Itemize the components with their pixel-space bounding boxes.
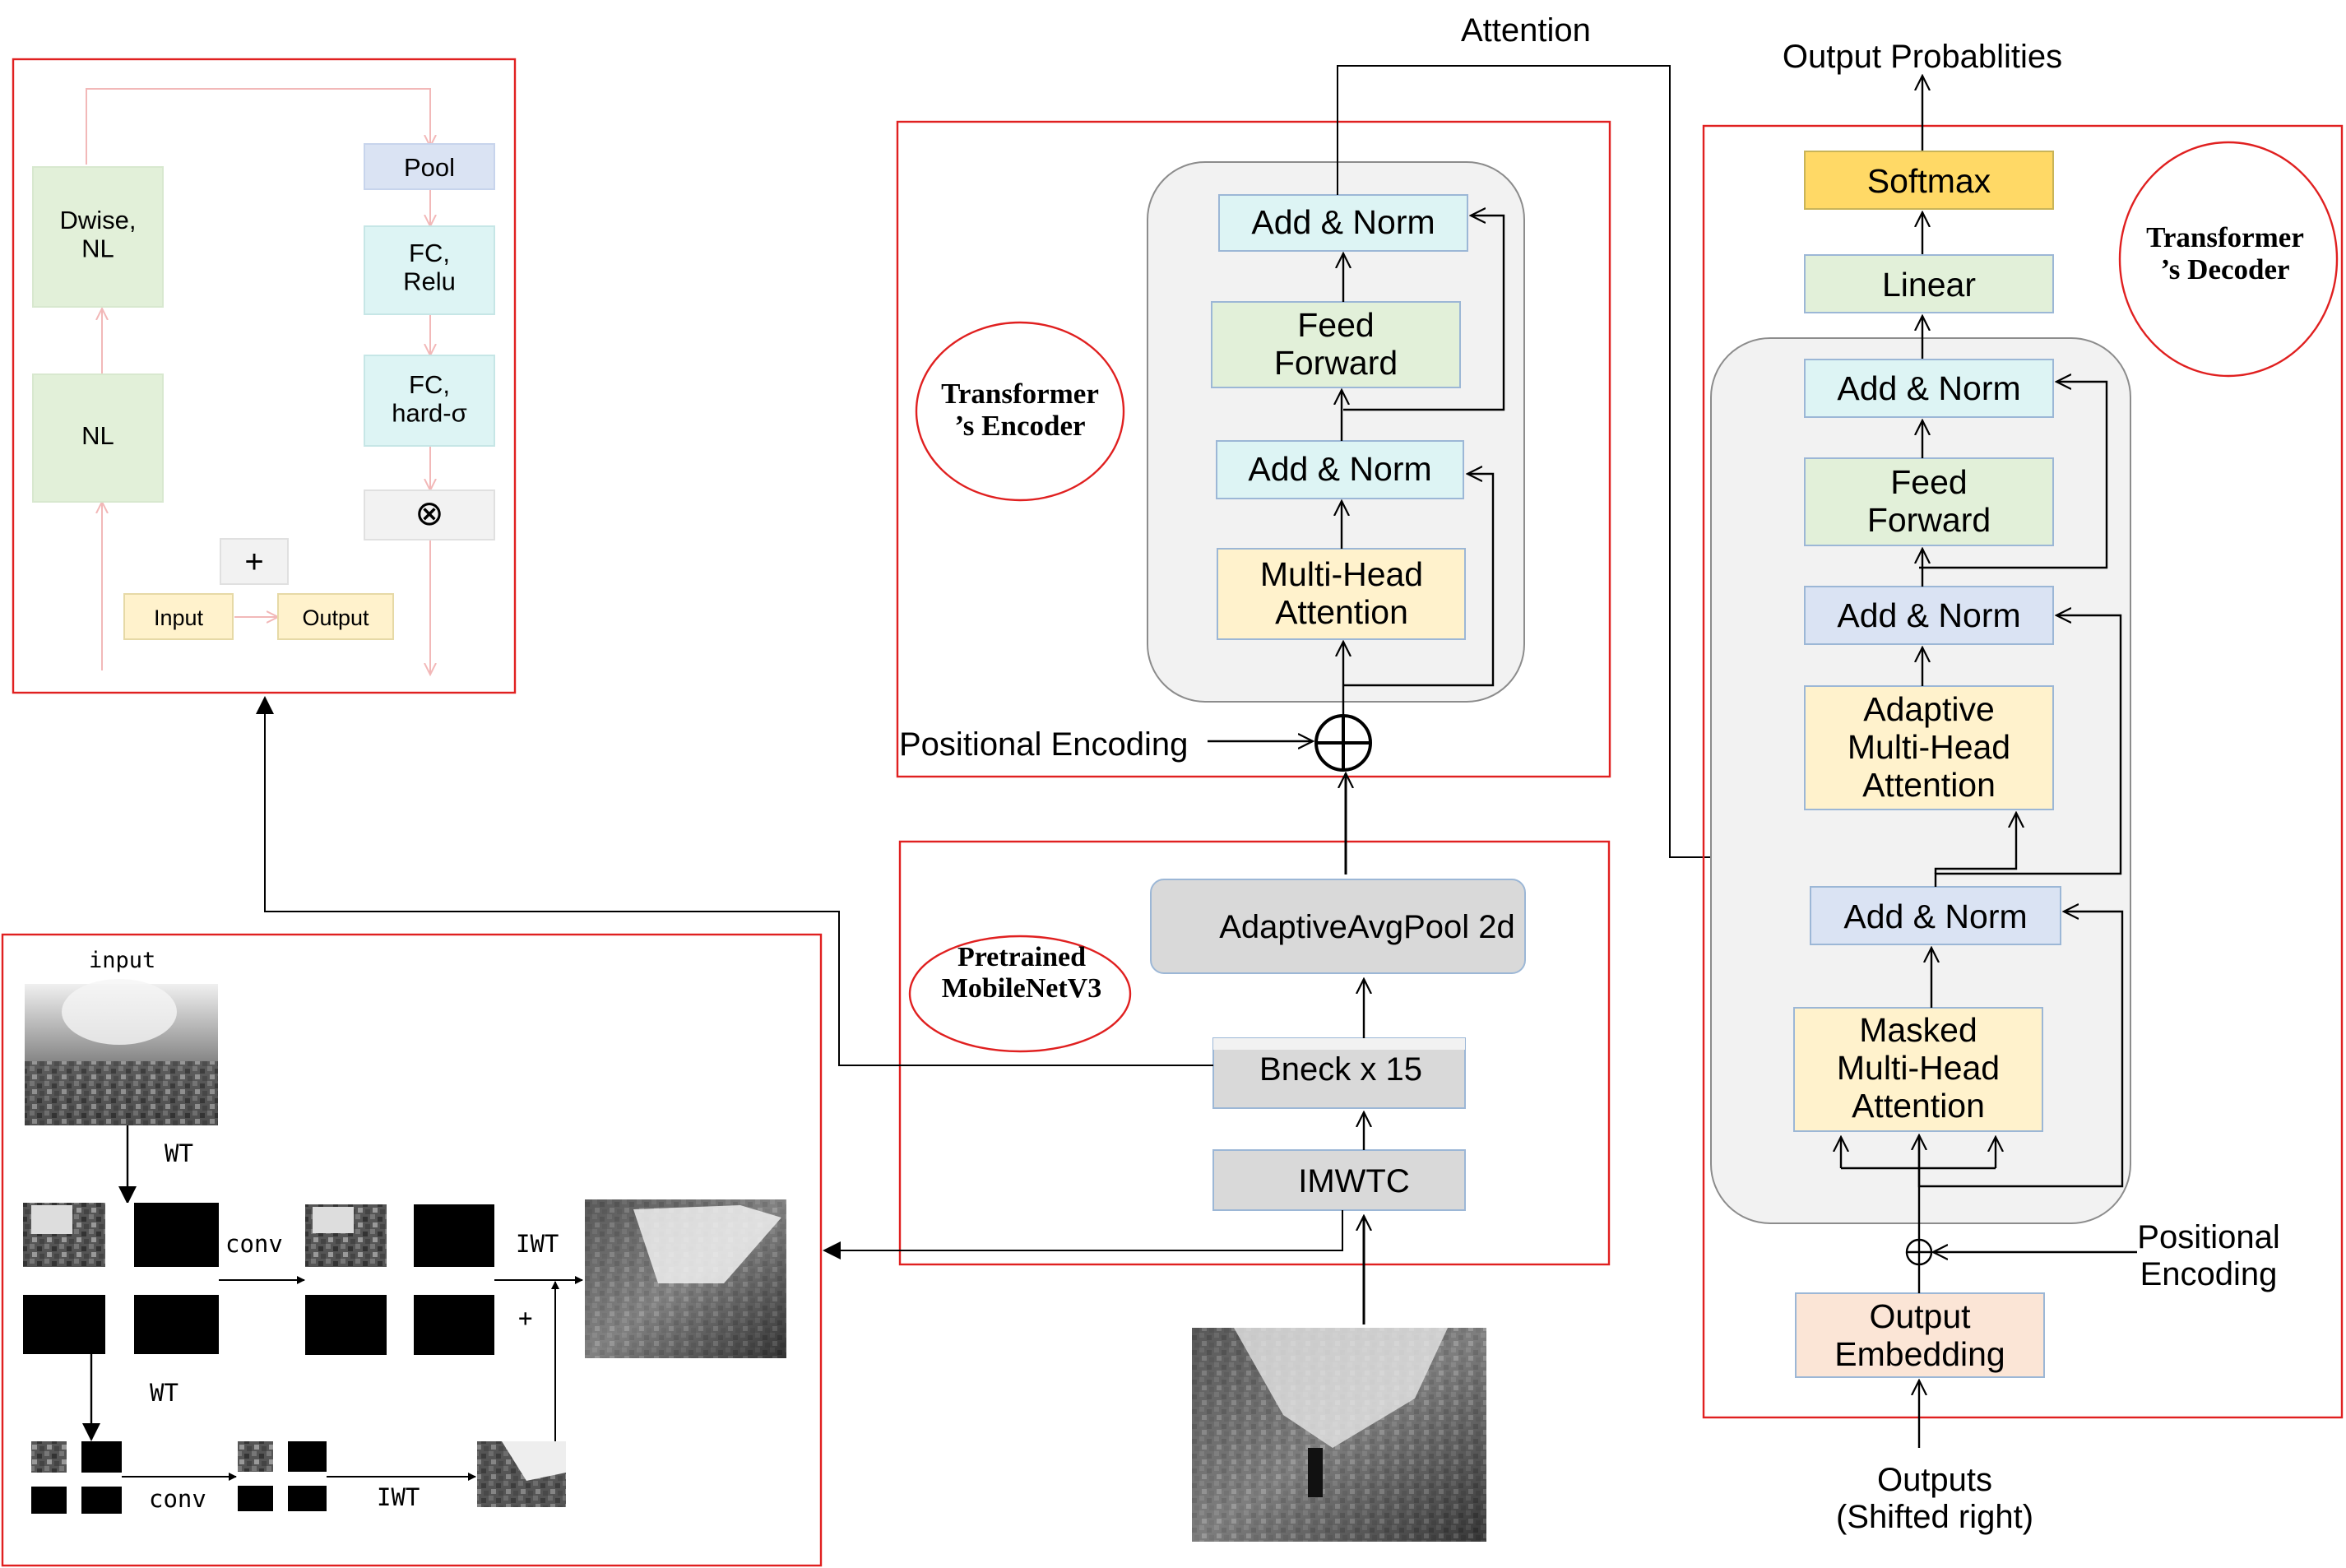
- encoder-name: Transformer’s Encoder: [941, 378, 1099, 442]
- dwise-nl-box: [32, 166, 164, 308]
- masked-mha-box: [1793, 1007, 2043, 1132]
- nl-box: [32, 373, 164, 503]
- imwtc-label: IMWTC: [1298, 1163, 1410, 1199]
- enc-add-norm-top-box: [1218, 194, 1468, 252]
- nl-label: NL: [81, 421, 114, 450]
- bneck-frame: [12, 58, 517, 694]
- conv1-label: conv: [225, 1230, 283, 1258]
- decoder-panel: Transformer’s Decoder Output Probablitie…: [1702, 39, 2344, 1535]
- plus-icon: +: [244, 544, 263, 580]
- wt-plus-label: +: [518, 1304, 532, 1332]
- bneck-output-box: [277, 593, 394, 640]
- plus-box: [220, 538, 289, 585]
- fc-hard-sigma-box: [364, 355, 495, 447]
- attention-label: Attention: [1461, 12, 1591, 49]
- enc-positional-encoding-label: Positional Encoding: [899, 726, 1188, 763]
- fc-relu-label: FC,Relu: [403, 239, 456, 296]
- fc-relu-box: [364, 225, 495, 315]
- wavelet-panel: input WT conv IWT: [1, 933, 823, 1567]
- adaptive-mha-box: [1804, 685, 2054, 810]
- se-pool-box: [364, 143, 495, 190]
- wt-level1-image: [23, 1203, 219, 1354]
- decoder-name: Transformer’s Decoder: [2146, 221, 2304, 285]
- softmax-label: Softmax: [1867, 162, 1991, 200]
- enc-add-norm-top-label: Add & Norm: [1251, 203, 1435, 241]
- enc-mha-box: [1217, 548, 1466, 640]
- encoder-name-badge: [915, 321, 1125, 502]
- dwise-nl-label: Dwise,NL: [59, 206, 136, 263]
- multiply-box: [364, 489, 495, 540]
- bneck-output-label: Output: [302, 605, 369, 630]
- decoder-frame: [1702, 124, 2344, 1419]
- linear-label: Linear: [1882, 266, 1976, 304]
- adaptive-avgpool-label: AdaptiveAvgPool 2d: [1219, 909, 1515, 945]
- dec-add-norm-2-box: [1804, 586, 2054, 645]
- wt-conv1-image: [305, 1204, 494, 1355]
- imwtc-box: [1212, 1149, 1466, 1211]
- conv2-label: conv: [149, 1485, 206, 1513]
- dec-add-norm-1-label: Add & Norm: [1837, 369, 2020, 407]
- output-probabilities-label: Output Probablities: [1783, 39, 2062, 75]
- wt-level2-recon-image: [477, 1441, 566, 1507]
- iwt1-label: IWT: [516, 1230, 559, 1258]
- linear-box: [1804, 254, 2054, 313]
- dec-add-norm-3-label: Add & Norm: [1843, 898, 2027, 935]
- softmax-box: [1804, 151, 2054, 210]
- output-embedding-box: [1795, 1292, 2045, 1378]
- bneck-input-box: [123, 593, 234, 640]
- se-pool-label: Pool: [404, 153, 455, 182]
- dec-feed-forward-box: [1804, 457, 2054, 546]
- wt-output-image: [585, 1199, 786, 1358]
- wt1-label: WT: [165, 1139, 193, 1167]
- bneck-detail-panel: Dwise,NL NL Pool FC,Relu FC,hard-σ ⊗ + I…: [12, 58, 517, 694]
- bneck15-box: [1212, 1037, 1466, 1109]
- decoder-name-badge: [2118, 141, 2339, 378]
- mobilenet-name-badge: [908, 935, 1132, 1053]
- enc-add-norm-bottom-label: Add & Norm: [1248, 450, 1431, 488]
- multiply-icon: ⊗: [415, 494, 443, 532]
- wt-level2-image: [31, 1441, 122, 1514]
- wt-conv2-image: [238, 1441, 327, 1511]
- iwt2-label: IWT: [377, 1483, 420, 1511]
- mobilenet-frame: [898, 840, 1611, 1266]
- adaptive-avgpool-box: [1150, 879, 1526, 974]
- bneck-input-label: Input: [154, 605, 204, 630]
- wt2-label: WT: [150, 1379, 178, 1407]
- dec-add-norm-1-box: [1804, 359, 2054, 418]
- fc-hard-sigma-label: FC,hard-σ: [392, 370, 467, 428]
- bneck15-label: Bneck x 15: [1259, 1051, 1422, 1088]
- dec-add-norm-2-label: Add & Norm: [1837, 596, 2020, 634]
- input-image: [1192, 1328, 1486, 1542]
- encoder-frame: [896, 120, 1611, 778]
- wt-input-label: input: [89, 948, 155, 973]
- wt-input-image: [25, 979, 218, 1125]
- enc-add-norm-bottom-box: [1216, 440, 1464, 499]
- enc-feed-forward-box: [1211, 301, 1461, 388]
- outputs-label: Outputs(Shifted right): [1836, 1462, 2033, 1535]
- wavelet-frame: [1, 933, 823, 1567]
